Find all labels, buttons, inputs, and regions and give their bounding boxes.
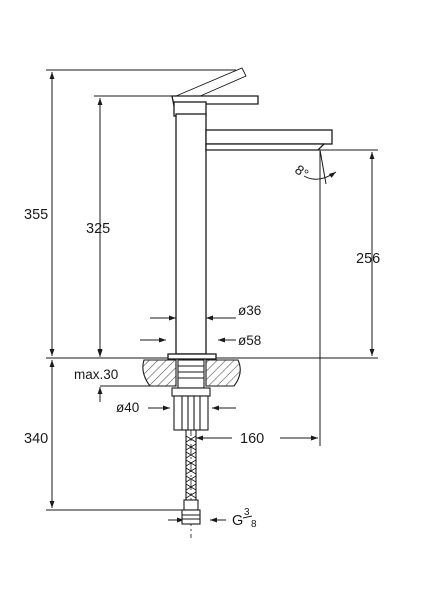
connection-thread-label: G 3 8 (232, 507, 257, 530)
countertop-right (205, 359, 241, 387)
mounting-assembly (171, 359, 211, 431)
overall-height-label: 355 (24, 207, 48, 223)
faucet-body (167, 67, 333, 360)
counter-thickness-label: max.30 (74, 367, 118, 382)
countertop-section (142, 359, 241, 387)
aerator-angle-label: 8° (292, 162, 311, 182)
spout-reach-label: 160 (240, 431, 264, 447)
horizontal-dimension-lines (140, 315, 318, 523)
base-flange (167, 353, 217, 360)
main-column (175, 113, 207, 355)
braided-hose (185, 430, 197, 500)
fixing-nut (171, 387, 211, 397)
body-diameter-label: ø36 (238, 303, 261, 318)
vertical-dimension-lines (49, 72, 375, 508)
countertop-left (142, 359, 177, 387)
base-diameter-label: ø58 (238, 333, 261, 348)
lock-nut (173, 395, 209, 431)
thread-denominator: 8 (251, 519, 257, 530)
hose-end-fitting (181, 499, 201, 525)
threaded-shank (177, 359, 205, 389)
hole-diameter-label: ø40 (116, 400, 139, 415)
aerator-angle-marker (303, 149, 337, 185)
thread-numerator: 3 (244, 507, 250, 518)
thread-prefix: G (232, 513, 243, 529)
hose-length-label: 340 (24, 431, 48, 447)
spout (205, 129, 333, 145)
spout-height-label: 256 (356, 251, 380, 267)
body-height-label: 325 (86, 221, 110, 237)
spout-front (205, 143, 326, 151)
